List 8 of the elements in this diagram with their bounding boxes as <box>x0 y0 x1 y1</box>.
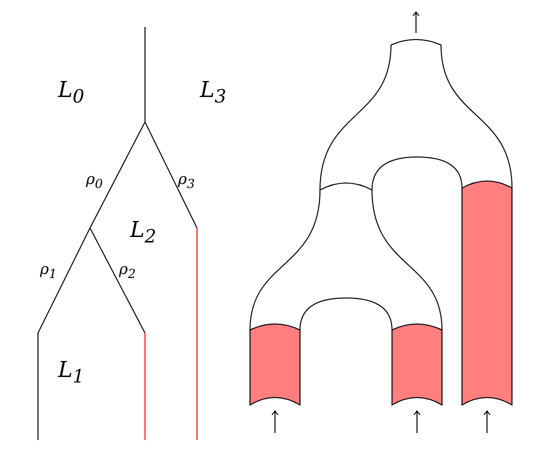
region-label: L$_{3}$ <box>200 80 226 107</box>
strand-label: ρ$_{3}$ <box>178 172 195 190</box>
region-label: L$_{0}$ <box>58 80 84 107</box>
strand-label: ρ$_{2}$ <box>119 262 136 280</box>
region-label: L$_{1}$ <box>58 360 84 387</box>
strand-label: ρ$_{0}$ <box>86 172 103 190</box>
strand-label: ρ$_{1}$ <box>40 262 57 280</box>
region-label: L$_{2}$ <box>130 220 156 247</box>
